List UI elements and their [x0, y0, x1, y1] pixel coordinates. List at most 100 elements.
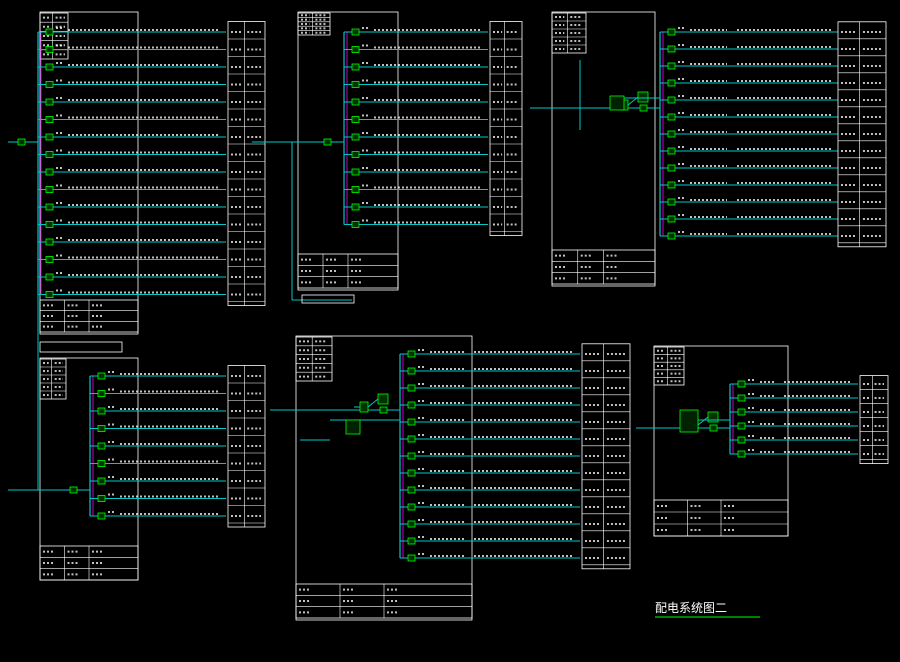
- panel-spec-table: [551, 12, 587, 54]
- load-schedule-table: [859, 375, 889, 465]
- transfer-switch: [679, 409, 699, 433]
- breaker-symbol: [45, 186, 54, 193]
- breaker-symbol: [407, 486, 416, 494]
- breaker-symbol: [667, 232, 676, 240]
- breaker-symbol: [407, 469, 416, 477]
- breaker-symbol: [667, 164, 676, 172]
- breaker-symbol: [351, 168, 360, 176]
- breaker-symbol: [97, 407, 106, 415]
- breaker-symbol: [351, 203, 360, 211]
- breaker-symbol: [737, 436, 746, 444]
- breaker-symbol: [667, 79, 676, 87]
- breaker-symbol: [407, 452, 416, 460]
- breaker-symbol: [17, 138, 26, 146]
- breaker-symbol: [407, 418, 416, 426]
- breaker-symbol: [45, 98, 54, 106]
- load-schedule-table: [227, 365, 266, 528]
- breaker-symbol: [97, 495, 106, 502]
- panel-frame: [39, 11, 139, 335]
- load-schedule-table: [837, 21, 887, 248]
- panel-bottom-middle-meter: [270, 335, 631, 621]
- transfer-switch: [609, 95, 625, 111]
- breaker-symbol: [351, 133, 360, 141]
- switch-symbol: [637, 91, 649, 103]
- breaker-symbol: [667, 28, 676, 36]
- panel-top-right-meter: [530, 11, 887, 287]
- breaker-symbol: [407, 520, 416, 528]
- breaker-symbol: [351, 98, 360, 106]
- breaker-symbol: [45, 168, 54, 176]
- meter-connection: [697, 416, 709, 426]
- panel-top-middle: [252, 11, 523, 291]
- breaker-symbol: [97, 390, 106, 397]
- breaker-symbol: [97, 442, 106, 450]
- breaker-symbol: [351, 81, 360, 88]
- meter-connection: [367, 398, 379, 408]
- breaker-symbol: [351, 221, 360, 228]
- breaker-symbol: [351, 116, 360, 123]
- breaker-symbol: [737, 394, 746, 402]
- breaker-symbol: [45, 46, 54, 53]
- breaker-symbol: [667, 96, 676, 104]
- breaker-symbol: [407, 537, 416, 545]
- breaker-symbol: [407, 435, 416, 443]
- breaker-symbol: [45, 256, 54, 263]
- panel-frame: [297, 11, 399, 291]
- breaker-symbol: [45, 81, 54, 88]
- panel-spec-table: [39, 12, 69, 60]
- riser-label-box: [39, 341, 123, 353]
- breaker-symbol: [639, 104, 648, 112]
- breaker-symbol: [351, 151, 360, 158]
- breaker-symbol: [45, 151, 54, 158]
- load-schedule-table: [227, 21, 266, 306]
- panel-bottom-left: [8, 357, 266, 581]
- breaker-symbol: [97, 512, 106, 520]
- breaker-symbol: [667, 198, 676, 206]
- breaker-symbol: [667, 113, 676, 121]
- breaker-symbol: [45, 133, 54, 141]
- breaker-symbol: [351, 186, 360, 193]
- breaker-symbol: [407, 350, 416, 358]
- breaker-symbol: [737, 408, 746, 416]
- panel-spec-table: [295, 336, 333, 382]
- breaker-symbol: [737, 450, 746, 458]
- breaker-symbol: [45, 273, 54, 281]
- panel-spec-table: [653, 346, 685, 386]
- breaker-symbol: [407, 554, 416, 562]
- interpanel-connections: [37, 60, 730, 490]
- switch-symbol: [377, 393, 389, 405]
- breaker-symbol: [45, 221, 54, 228]
- breaker-symbol: [97, 477, 106, 485]
- breaker-symbol: [323, 138, 332, 146]
- meter-symbol: [359, 401, 369, 413]
- breaker-symbol: [667, 147, 676, 155]
- drawing-title: 配电系统图二: [655, 601, 727, 615]
- load-schedule-table: [581, 343, 631, 570]
- breaker-symbol: [351, 63, 360, 71]
- transfer-switch: [345, 419, 361, 435]
- panel-spec-table: [39, 358, 67, 400]
- breaker-symbol: [407, 401, 416, 409]
- panel-frame: [295, 335, 473, 621]
- breaker-symbol: [97, 460, 106, 467]
- riser-label-box: [301, 294, 355, 304]
- load-schedule-table: [489, 21, 523, 236]
- breaker-symbol: [45, 63, 54, 71]
- breaker-symbol: [379, 406, 388, 414]
- breaker-symbol: [737, 422, 746, 430]
- panel-frame: [551, 11, 656, 287]
- breaker-symbol: [351, 46, 360, 53]
- breaker-symbol: [709, 424, 718, 432]
- breaker-symbol: [351, 28, 360, 36]
- breaker-symbol: [407, 503, 416, 511]
- breaker-symbol: [407, 384, 416, 392]
- breaker-symbol: [407, 367, 416, 375]
- breaker-symbol: [45, 291, 54, 298]
- panel-spec-table: [297, 12, 331, 36]
- breaker-symbol: [45, 203, 54, 211]
- breaker-symbol: [45, 238, 54, 246]
- breaker-symbol: [97, 372, 106, 380]
- breaker-symbol: [97, 425, 106, 432]
